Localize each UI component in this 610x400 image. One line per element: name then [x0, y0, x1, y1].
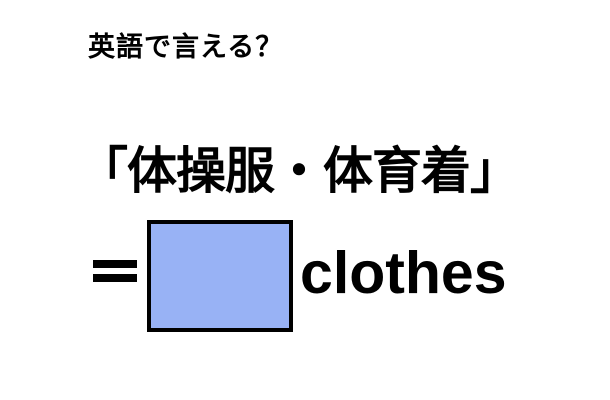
english-suffix: clothes — [300, 240, 507, 306]
japanese-term: 「体操服・体育着」 — [78, 142, 520, 200]
equals-bar-top — [93, 260, 137, 268]
equals-bar-bottom — [93, 274, 137, 282]
quiz-prompt: 英語で言える？ — [88, 32, 284, 63]
equals-sign — [93, 260, 137, 288]
answer-blank-box — [147, 220, 293, 332]
